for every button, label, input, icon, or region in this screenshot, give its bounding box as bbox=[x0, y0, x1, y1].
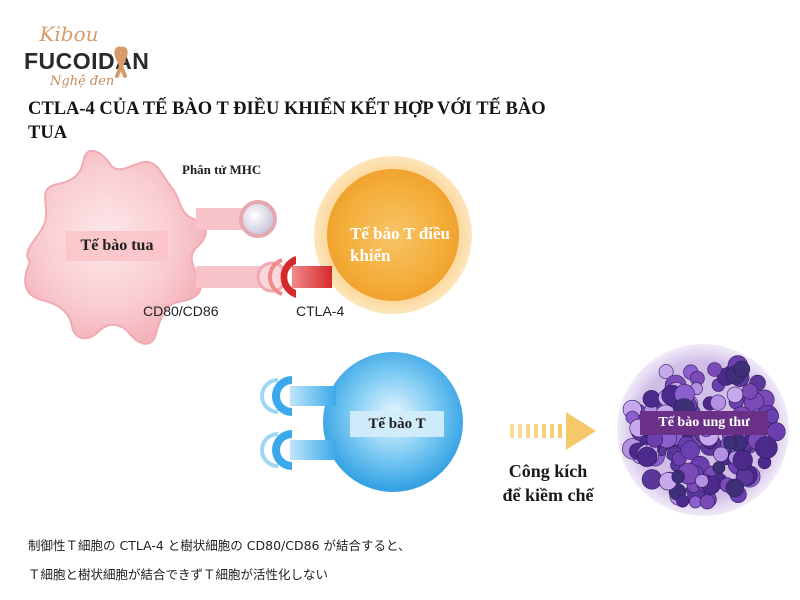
treg-cell-body bbox=[327, 169, 459, 301]
logo-script-bottom: Nghệ đen bbox=[50, 74, 115, 89]
cancer-cell-sphere bbox=[726, 386, 744, 403]
mhc-molecule bbox=[239, 200, 277, 238]
cancer-cell-sphere bbox=[713, 446, 729, 462]
cancer-cell-sphere bbox=[741, 383, 759, 400]
cancer-cell-sphere bbox=[680, 440, 700, 460]
page-title: CTLA-4 CỦA TẾ BÀO T ĐIỀU KHIỂN KẾT HỢP V… bbox=[28, 99, 546, 143]
cancer-cell-sphere bbox=[710, 394, 727, 411]
t-cell-label: Tế bào T bbox=[350, 411, 444, 437]
logo-script-top: Kibou bbox=[39, 22, 99, 46]
ctla4-receptor bbox=[280, 256, 296, 298]
mhc-stalk bbox=[196, 208, 252, 230]
cancer-cell-sphere bbox=[641, 469, 663, 490]
attack-arrow-icon bbox=[510, 412, 596, 450]
cancer-cell-label: Tế bào ung thư bbox=[640, 411, 768, 435]
cancer-cell-sphere bbox=[676, 494, 689, 508]
cancer-cell-sphere bbox=[699, 494, 715, 510]
cancer-cell-sphere bbox=[725, 478, 744, 498]
t-cell-receptor-upper bbox=[260, 376, 336, 416]
cancer-cell-sphere bbox=[671, 470, 685, 484]
cancer-cell-sphere bbox=[733, 360, 751, 378]
cancer-cell-sphere bbox=[689, 495, 702, 509]
japanese-caption: 制御性Ｔ細胞の CTLA-4 と樹状細胞の CD80/CD86 が結合すると、 … bbox=[28, 531, 588, 589]
ctla4-stalk bbox=[292, 266, 332, 288]
ribbon-icon bbox=[114, 46, 128, 78]
cd80-cd86-stalk bbox=[196, 266, 268, 288]
cancer-cell-sphere bbox=[732, 450, 753, 471]
logo-brand: FUCOIDAN bbox=[24, 48, 150, 74]
cancer-cell-sphere bbox=[636, 446, 658, 467]
attack-label: Công kích để kiềm chế bbox=[502, 461, 594, 505]
cancer-cell-sphere bbox=[712, 461, 726, 474]
cancer-cell-sphere bbox=[707, 362, 722, 377]
cancer-cell-sphere bbox=[754, 436, 778, 459]
cancer-cell-sphere bbox=[723, 435, 737, 450]
dendritic-cell-label: Tế bào tua bbox=[66, 231, 168, 261]
ctla4-label: CTLA-4 bbox=[296, 303, 345, 319]
cancer-cell-sphere bbox=[658, 364, 674, 380]
t-cell-receptor-lower bbox=[260, 430, 336, 470]
cd80-cd86-label: CD80/CD86 bbox=[143, 303, 219, 319]
caption-line-2: Ｔ細胞と樹状細胞が結合できずＴ細胞が活性化しない bbox=[28, 567, 329, 582]
mhc-label: Phân tử MHC bbox=[182, 162, 262, 177]
cancer-cell-sphere bbox=[695, 474, 709, 488]
cancer-cell-cluster bbox=[621, 355, 786, 510]
cancer-cell-sphere bbox=[642, 390, 661, 408]
treg-cell-label: Tế bào T điều khiển bbox=[350, 224, 450, 265]
caption-line-1: 制御性Ｔ細胞の CTLA-4 と樹状細胞の CD80/CD86 が結合すると、 bbox=[28, 538, 411, 553]
